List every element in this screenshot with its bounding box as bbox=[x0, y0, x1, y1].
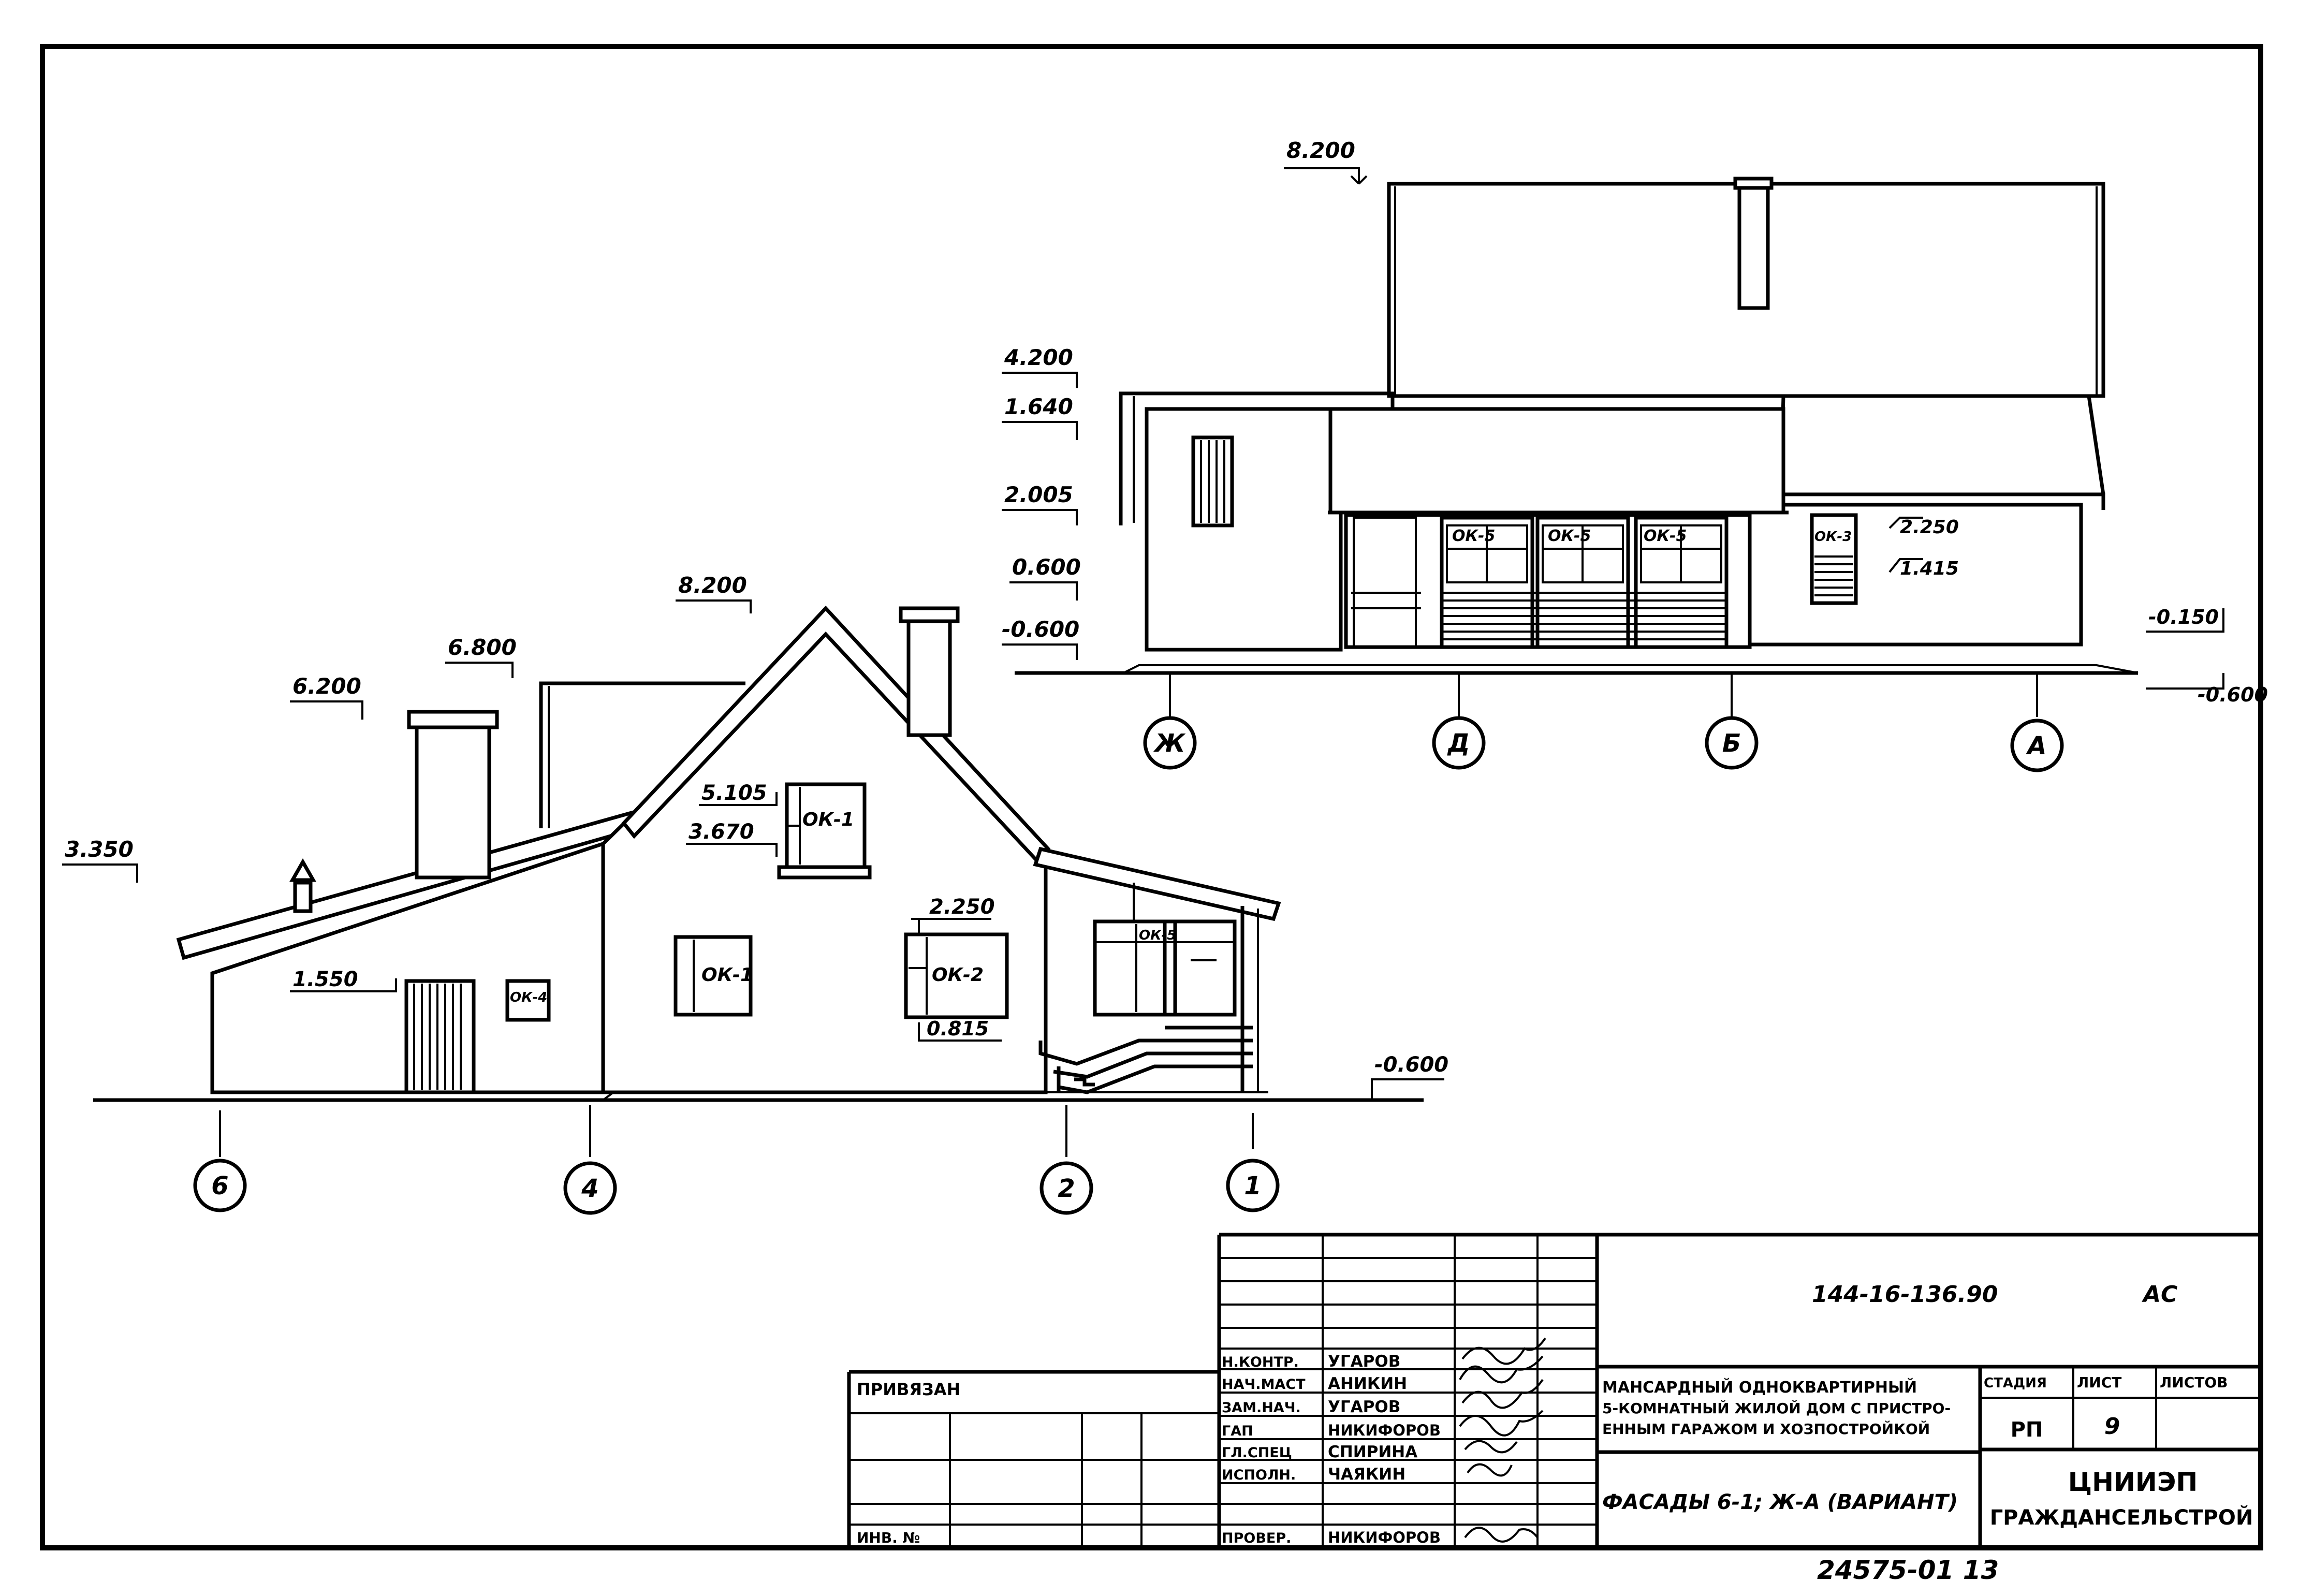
privyazan-label: ПРИВЯЗАН bbox=[857, 1380, 960, 1399]
sheet-value: 9 bbox=[2104, 1413, 2120, 1440]
south-porch-stairs bbox=[1038, 1026, 1253, 1094]
south-level-marks bbox=[62, 599, 1444, 1100]
east-level-0600: 0.600 bbox=[1012, 554, 1081, 580]
east-level-2250: 2.250 bbox=[1900, 517, 1959, 538]
role-6: ПРОВЕР. bbox=[1222, 1530, 1291, 1546]
east-chimney bbox=[1737, 179, 1770, 310]
south-chimney-left bbox=[415, 715, 491, 880]
south-chimney-right bbox=[906, 614, 952, 737]
stage-label: СТАДИЯ bbox=[1984, 1375, 2047, 1391]
east-label-ok5-1: ОК-5 bbox=[1452, 527, 1495, 545]
name-3: НИКИФОРОВ bbox=[1328, 1422, 1441, 1439]
south-garage-door bbox=[404, 979, 476, 1094]
south-label-ok2: ОК-2 bbox=[932, 964, 984, 986]
garage-door-2 bbox=[1535, 516, 1630, 649]
south-level-0815: 0.815 bbox=[927, 1017, 989, 1040]
south-label-ok4: ОК-4 bbox=[510, 990, 547, 1005]
role-4: ГЛ.СПЕЦ bbox=[1222, 1445, 1292, 1461]
org-name-1: ЦНИИЭП bbox=[2068, 1467, 2198, 1497]
inv-label: ИНВ. № bbox=[857, 1529, 920, 1546]
east-level-m0600: -0.600 bbox=[1002, 617, 1079, 642]
doc-mark: АС bbox=[2142, 1281, 2177, 1308]
east-level-marks bbox=[1002, 167, 2224, 690]
south-level-5105: 5.105 bbox=[701, 781, 767, 805]
south-level-3350: 3.350 bbox=[65, 837, 134, 862]
role-2: ЗАМ.НАЧ. bbox=[1222, 1400, 1301, 1416]
project-title-1: МАНСАРДНЫЙ ОДНОКВАРТИРНЫЙ bbox=[1602, 1378, 1917, 1397]
axis-4: 4 bbox=[581, 1174, 598, 1203]
south-level-1550: 1.550 bbox=[292, 968, 358, 991]
name-4: СПИРИНА bbox=[1328, 1443, 1417, 1461]
east-annex-wall bbox=[1145, 407, 1343, 652]
axis-zh: Ж bbox=[1153, 729, 1186, 758]
stage-value: РП bbox=[2011, 1418, 2043, 1442]
south-facade bbox=[93, 605, 1424, 1157]
south-level-6200: 6.200 bbox=[292, 673, 361, 699]
east-level-m0150: -0.150 bbox=[2148, 606, 2219, 628]
axis-6: 6 bbox=[211, 1172, 228, 1200]
east-window-ok3 bbox=[1810, 513, 1858, 605]
org-name-2: ГРАЖДАНСЕЛЬСТРОЙ bbox=[1990, 1505, 2253, 1530]
axis-2: 2 bbox=[1058, 1174, 1075, 1203]
name-0: УГАРОВ bbox=[1328, 1352, 1400, 1371]
south-label-ok5: ОК-5 bbox=[1139, 928, 1176, 943]
south-window-ok1-left bbox=[673, 935, 753, 1017]
signatures bbox=[1459, 1337, 1546, 1543]
south-porch-roof bbox=[1033, 846, 1281, 921]
sheets-label: ЛИСТОВ bbox=[2160, 1374, 2228, 1391]
east-annex-window bbox=[1191, 435, 1234, 528]
doc-code: 144-16-136.90 bbox=[1812, 1281, 1998, 1308]
east-facade: ОК-5 ОК-5 ОК-5 ОК-3 bbox=[1015, 177, 2139, 717]
east-level-4200: 4.200 bbox=[1004, 345, 1073, 370]
east-level-1415: 1.415 bbox=[1900, 558, 1959, 579]
east-main-wall bbox=[1742, 503, 2083, 647]
east-label-ok5-2: ОК-5 bbox=[1548, 527, 1591, 545]
east-level-2005: 2.005 bbox=[1004, 482, 1073, 507]
east-axis-bubbles bbox=[1143, 716, 2064, 772]
south-level-m0600: -0.600 bbox=[1374, 1053, 1448, 1077]
project-title-3: ЕННЫМ ГАРАЖОМ И ХОЗПОСТРОЙКОЙ bbox=[1602, 1420, 1930, 1438]
south-axis-bubbles bbox=[193, 1159, 1280, 1215]
name-6: НИКИФОРОВ bbox=[1328, 1529, 1441, 1546]
name-2: УГАРОВ bbox=[1328, 1398, 1400, 1416]
south-label-ok1-top: ОК-1 bbox=[802, 809, 854, 830]
axis-1: 1 bbox=[1244, 1172, 1261, 1200]
sheet-frame bbox=[40, 44, 2263, 1550]
east-level-8200: 8.200 bbox=[1286, 138, 1355, 163]
south-window-ok2 bbox=[904, 932, 1009, 1019]
role-0: Н.КОНТР. bbox=[1222, 1354, 1299, 1370]
garage-wall bbox=[1344, 513, 1752, 649]
east-level-m0600r: -0.600 bbox=[2198, 683, 2268, 706]
east-label-ok5-3: ОК-5 bbox=[1644, 527, 1687, 545]
name-1: АНИКИН bbox=[1328, 1374, 1407, 1393]
south-window-ok4 bbox=[505, 979, 551, 1022]
title-block bbox=[847, 1233, 2261, 1548]
name-5: ЧАЯКИН bbox=[1328, 1465, 1405, 1484]
role-1: НАЧ.МАСТ bbox=[1222, 1377, 1306, 1393]
axis-b: Б bbox=[1722, 729, 1741, 758]
east-grade bbox=[1123, 664, 2139, 674]
east-level-1640: 1.640 bbox=[1004, 394, 1073, 419]
footer-number: 24575-01 13 bbox=[1817, 1555, 1999, 1585]
sheet-title: ФАСАДЫ 6-1; Ж-А (ВАРИАНТ) bbox=[1602, 1490, 1958, 1514]
garage-door-3 bbox=[1634, 516, 1729, 649]
garage-door-hatching bbox=[1442, 592, 1726, 640]
south-level-3670: 3.670 bbox=[689, 820, 754, 844]
garage-roof bbox=[1328, 407, 1785, 515]
south-level-2250: 2.250 bbox=[929, 895, 995, 919]
south-level-6800: 6.800 bbox=[448, 635, 517, 660]
axis-a: А bbox=[2025, 731, 2046, 760]
east-label-ok3: ОК-3 bbox=[1814, 529, 1852, 545]
project-title-2: 5-КОМНАТНЫЙ ЖИЛОЙ ДОМ С ПРИСТРО- bbox=[1602, 1399, 1951, 1417]
role-5: ИСПОЛН. bbox=[1222, 1467, 1296, 1483]
garage-door-1 bbox=[1440, 516, 1534, 649]
south-level-8200: 8.200 bbox=[678, 573, 747, 598]
axis-d: Д bbox=[1447, 729, 1470, 758]
south-label-ok1-left: ОК-1 bbox=[701, 964, 753, 986]
sheet-label: ЛИСТ bbox=[2077, 1374, 2121, 1391]
role-3: ГАП bbox=[1222, 1423, 1253, 1439]
